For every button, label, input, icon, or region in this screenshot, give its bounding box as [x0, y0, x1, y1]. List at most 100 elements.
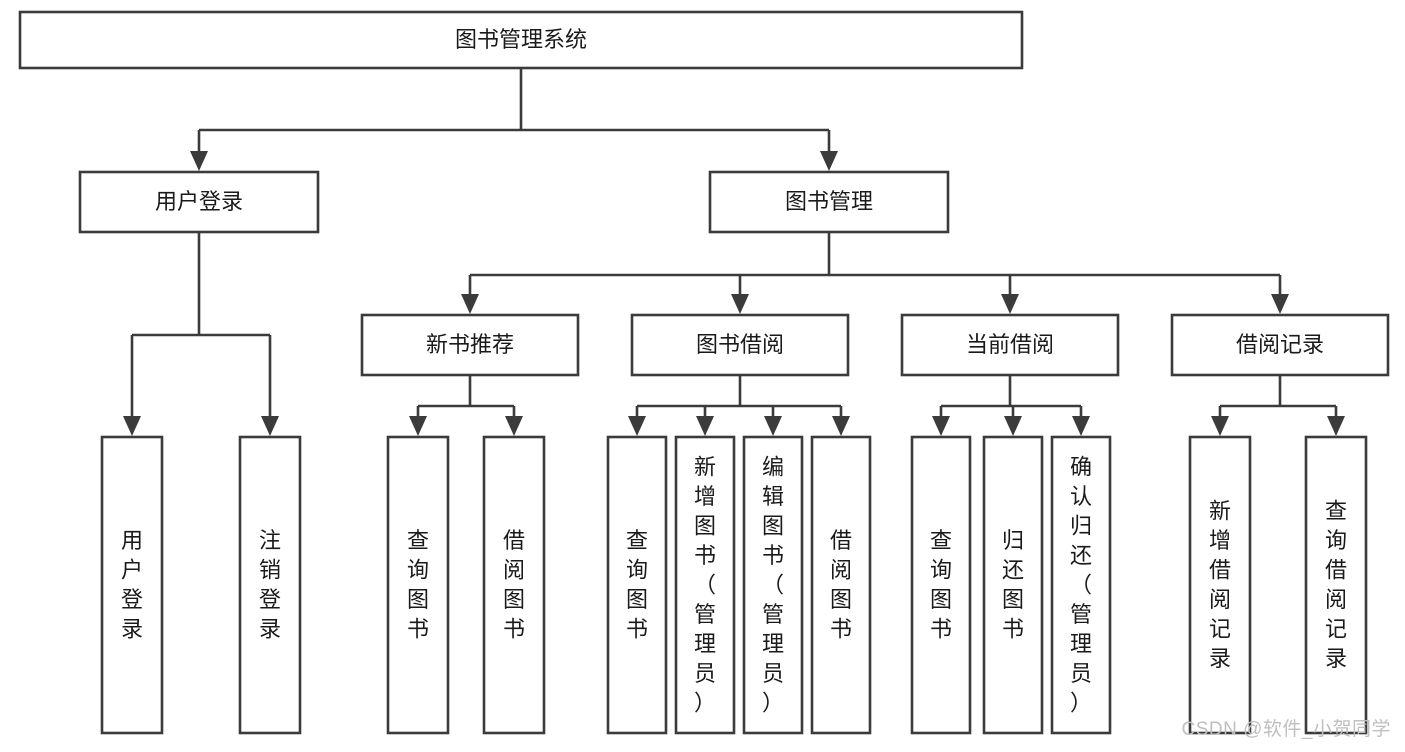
node-label-leaf-confirm-return-char-2: 归 [1070, 513, 1092, 538]
node-box-leaf-return-book[interactable] [982, 435, 1044, 735]
node-root[interactable]: 图书管理系统 [18, 10, 1024, 70]
node-label-leaf-return-book-char-3: 书 [1002, 617, 1024, 642]
node-box-leaf-query-book-3[interactable] [910, 435, 972, 735]
node-label-leaf-add-book-char-1: 增 [694, 484, 716, 509]
arrow-to-current-borrow [1001, 294, 1019, 314]
node-box-leaf-edit-book[interactable] [742, 435, 804, 735]
node-box-leaf-add-record[interactable] [1188, 435, 1252, 735]
node-borrow-record[interactable]: 借阅记录 [1170, 313, 1390, 377]
node-label-leaf-borrow-book-2-char-2: 图 [830, 587, 852, 612]
node-label-leaf-add-record-char-4: 记 [1209, 617, 1231, 642]
node-label-leaf-query-book-3-char-2: 图 [930, 587, 952, 612]
node-box-leaf-query-book-1[interactable] [386, 435, 450, 735]
node-label-leaf-user-logout-char-1: 销 [259, 558, 281, 583]
node-label-leaf-add-book-char-5: 管 [694, 602, 716, 627]
node-label-leaf-borrow-book-2-char-1: 阅 [830, 558, 852, 583]
arrow-to-leaf-edit-book [764, 416, 782, 436]
node-label-leaf-user-login-char-0: 用 [121, 528, 143, 553]
node-box-current-borrow[interactable] [900, 313, 1120, 377]
node-label-leaf-edit-book-char-6: 理 [762, 631, 784, 656]
arrow-to-leaf-query-book-3 [932, 416, 950, 436]
node-box-leaf-user-logout[interactable] [238, 435, 302, 735]
arrow-to-leaf-return-book [1004, 416, 1022, 436]
node-box-leaf-user-login[interactable] [100, 435, 164, 735]
node-box-book-manage[interactable] [708, 170, 950, 234]
node-label-leaf-query-record-char-2: 借 [1325, 558, 1347, 583]
node-label-leaf-return-book-char-1: 还 [1002, 558, 1024, 583]
node-box-leaf-borrow-book-1[interactable] [482, 435, 546, 735]
node-box-root[interactable] [18, 10, 1024, 70]
arrow-to-borrow-record [1271, 294, 1289, 314]
node-label-leaf-borrow-book-1-char-3: 书 [503, 617, 525, 642]
node-label-leaf-add-book-char-2: 图 [694, 513, 716, 538]
node-label-leaf-query-record-char-0: 查 [1325, 499, 1347, 524]
node-label-user-login: 用户登录 [155, 189, 243, 214]
arrow-to-leaf-query-book-2 [628, 416, 646, 436]
arrow-to-leaf-query-record [1327, 416, 1345, 436]
node-box-leaf-borrow-book-2[interactable] [810, 435, 872, 735]
arrow-to-new-book-rec [461, 294, 479, 314]
node-book-borrow[interactable]: 图书借阅 [630, 313, 850, 377]
arrow-to-book-borrow [731, 294, 749, 314]
node-label-leaf-confirm-return-char-6: 理 [1070, 631, 1092, 656]
node-label-leaf-edit-book-char-3: 书 [762, 543, 784, 568]
node-current-borrow[interactable]: 当前借阅 [900, 313, 1120, 377]
node-label-leaf-add-book-char-7: 员 [694, 661, 716, 686]
node-label-leaf-edit-book-char-2: 图 [762, 513, 784, 538]
node-box-leaf-query-book-2[interactable] [606, 435, 668, 735]
node-label-leaf-confirm-return-char-5: 管 [1070, 602, 1092, 627]
arrow-to-leaf-query-book-1 [409, 416, 427, 436]
node-label-book-borrow: 图书借阅 [696, 332, 784, 357]
node-label-leaf-borrow-book-2-char-0: 借 [830, 528, 852, 553]
node-label-leaf-edit-book-char-7: 员 [762, 661, 784, 686]
node-box-leaf-add-book[interactable] [674, 435, 736, 735]
node-label-leaf-add-record-char-2: 借 [1209, 558, 1231, 583]
node-box-leaf-query-record[interactable] [1304, 435, 1368, 735]
node-label-leaf-add-book-char-6: 理 [694, 631, 716, 656]
node-label-leaf-add-book-char-3: 书 [694, 543, 716, 568]
node-box-new-book-rec[interactable] [360, 313, 580, 377]
node-label-leaf-query-record-char-1: 询 [1325, 528, 1347, 553]
node-label-leaf-user-login-char-3: 录 [121, 617, 143, 642]
node-label-leaf-query-record-char-5: 录 [1325, 646, 1347, 671]
node-label-leaf-edit-book-char-1: 辑 [762, 484, 784, 509]
node-label-leaf-add-record-char-3: 阅 [1209, 587, 1231, 612]
node-leaf-user-login[interactable]: 用户登录 [100, 435, 164, 735]
node-box-book-borrow[interactable] [630, 313, 850, 377]
node-box-borrow-record[interactable] [1170, 313, 1390, 377]
node-box-leaf-confirm-return[interactable] [1050, 435, 1112, 735]
node-label-leaf-query-book-1-char-2: 图 [407, 587, 429, 612]
node-label-leaf-confirm-return-char-8: ） [1070, 690, 1092, 715]
node-new-book-rec[interactable]: 新书推荐 [360, 313, 580, 377]
node-label-leaf-query-book-2-char-2: 图 [626, 587, 648, 612]
node-label-leaf-add-record-char-5: 录 [1209, 646, 1231, 671]
node-label-leaf-borrow-book-2-char-3: 书 [830, 617, 852, 642]
node-label-leaf-query-book-2-char-0: 查 [626, 528, 648, 553]
node-box-user-login[interactable] [78, 170, 320, 234]
node-label-leaf-add-book-char-8: ） [694, 690, 716, 715]
arrow-to-book-manage [820, 151, 838, 171]
node-label-leaf-return-book-char-2: 图 [1002, 587, 1024, 612]
node-label-leaf-add-record-char-0: 新 [1209, 499, 1231, 524]
node-label-leaf-return-book-char-0: 归 [1002, 528, 1024, 553]
node-label-leaf-query-book-3-char-3: 书 [930, 617, 952, 642]
node-book-manage[interactable]: 图书管理 [708, 170, 950, 234]
arrow-to-leaf-borrow-book-2 [832, 416, 850, 436]
node-label-leaf-user-logout-char-3: 录 [259, 617, 281, 642]
node-label-leaf-query-book-3-char-1: 询 [930, 558, 952, 583]
arrow-to-leaf-add-book [696, 416, 714, 436]
node-user-login[interactable]: 用户登录 [78, 170, 320, 234]
node-label-book-manage: 图书管理 [785, 189, 873, 214]
